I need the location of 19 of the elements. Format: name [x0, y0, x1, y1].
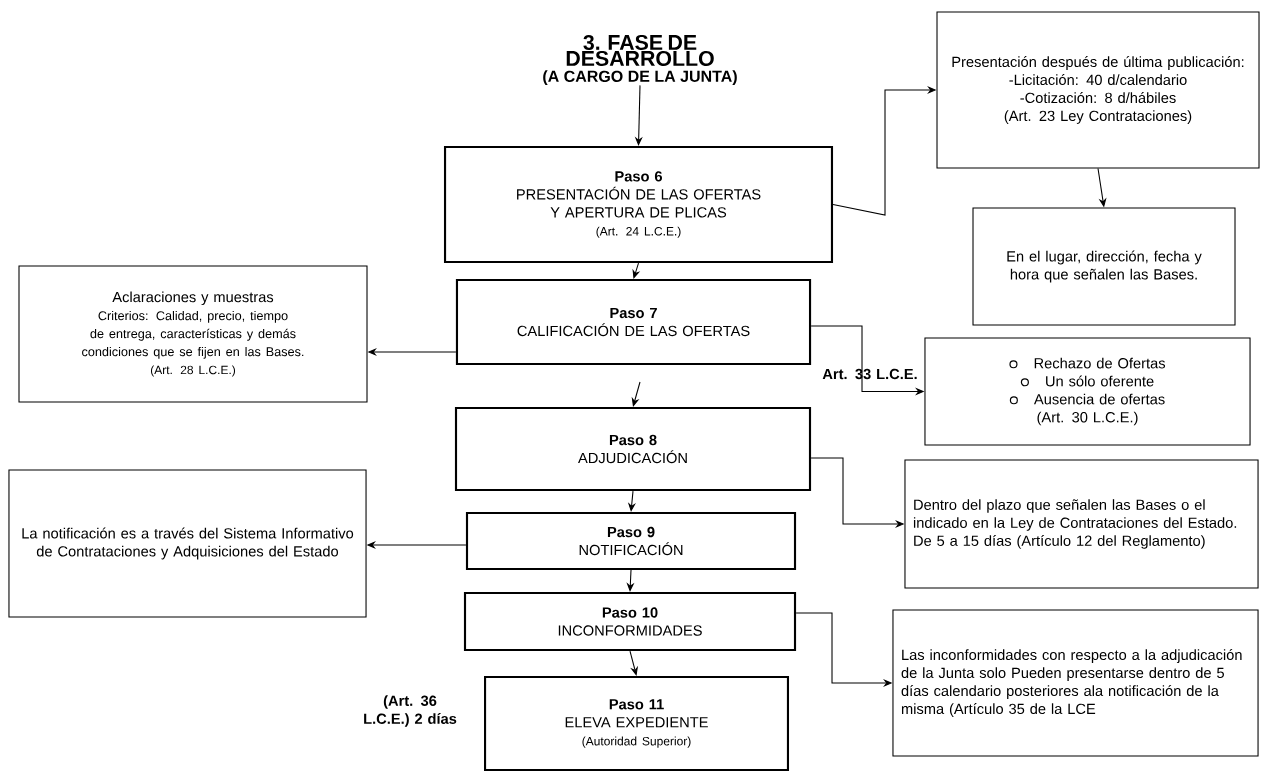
heading: 3. FASE DE DESARROLLO (A CARGO DE LA JUNTA) — [543, 34, 737, 86]
note-box: Rechazo de Ofertas Un sólo oferente Ausencia de ofertas (Art. 30 L.C.E.) — [924, 337, 1251, 446]
step-box: Paso 11 ELEVA EXPEDIENTE (Autoridad Superior) — [483, 675, 790, 772]
step-box: Paso 7 CALIFICACIÓN DE LAS OFERTAS — [455, 278, 812, 366]
arrow — [631, 381, 641, 407]
arrow — [629, 650, 639, 676]
note-box: Las inconformidades con respecto a la adjudicación de la Junta solo Pueden presentarse dentro de 5 días calendario posteriores ala notificación de la misma (Artículo 35 de la LCE — [892, 609, 1259, 757]
step-box: Paso 9 NOTIFICACIÓN — [465, 511, 797, 571]
note-box: Dentro del plazo que señalen las Bases o el indicado en la Ley de Contrataciones del Estado. De 5 a 15 días (Artículo 12 del Reglamento) — [904, 459, 1259, 589]
note-box: Presentación después de última publicación: -Licitación: 40 d/calendario -Cotización: 8 d/hábiles (Art. 23 Ley Contrataciones) — [936, 11, 1260, 169]
note-label: Art. 33 L.C.E. — [822, 368, 917, 380]
step-box: Paso 10 INCONFORMIDADES — [463, 591, 797, 652]
note-box: La notificación es a través del Sistema Informativo de Contrataciones y Adquisiciones del Estado — [8, 469, 367, 618]
step-box: Paso 8 ADJUDICACIÓN — [454, 406, 812, 492]
arrow — [632, 262, 641, 279]
step-box: Paso 6 PRESENTACIÓN DE LAS OFERTAS Y APERTURA DE PLICAS (Art. 24 L.C.E.) — [443, 145, 834, 264]
note-box: Aclaraciones y muestras Criterios: Calidad, precio, tiempo de entrega, características y demás condiciones que se fijen en las Bases. (Art. 28 L.C.E.) — [18, 265, 368, 403]
note-label: (Art. 36 L.C.E.) 2 días — [364, 695, 457, 727]
note-box: En el lugar, dirección, fecha y hora que señalen las Bases. — [972, 207, 1236, 326]
